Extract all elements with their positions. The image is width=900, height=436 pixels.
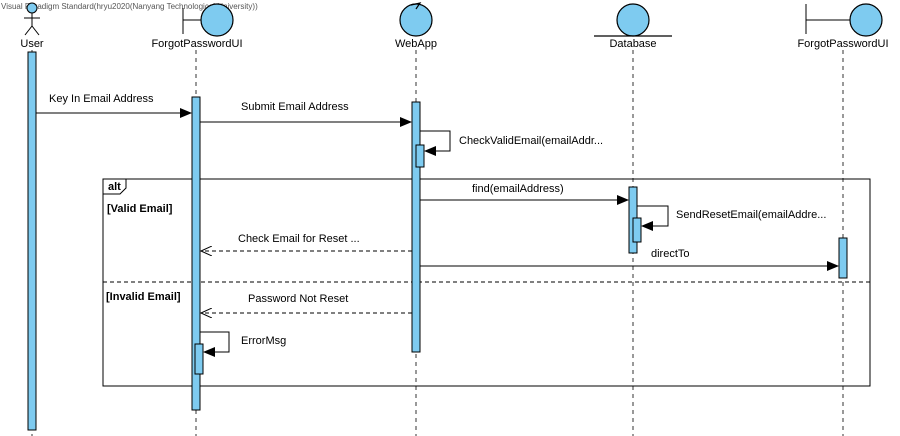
participant-label-forgot-password-ui: ForgotPasswordUI (151, 38, 242, 50)
message-arrow (200, 331, 230, 357)
participant-label-user: User (20, 38, 44, 50)
message-label: directTo (651, 248, 690, 260)
message-arrow (637, 205, 669, 231)
activation-webapp (411, 101, 421, 353)
alt-fragment (102, 178, 871, 387)
watermark-text: Visual Paradigm Standard(hryu2020(Nanyan… (1, 2, 258, 11)
message-label: CheckValidEmail(emailAddr... (459, 135, 603, 147)
activation-forgot-password-ui-nested (194, 343, 204, 375)
activation-user (27, 51, 37, 431)
fragment-guard-invalid: [Invalid Email] (106, 291, 181, 303)
participant-label-webapp: WebApp (395, 38, 437, 50)
entity-icon (594, 3, 672, 37)
participant-label-database: Database (609, 38, 656, 50)
message-label: Check Email for Reset ... (238, 233, 360, 245)
user-actor-icon (24, 2, 40, 36)
activation-forgot-password-ui-2 (838, 237, 848, 279)
message-label: Password Not Reset (248, 293, 348, 305)
control-icon (399, 2, 433, 37)
boundary-icon (805, 3, 883, 37)
message-arrow (420, 130, 451, 156)
activation-database-nested (632, 217, 642, 243)
fragment-operator: alt (108, 181, 121, 193)
message-label: Submit Email Address (241, 101, 349, 113)
message-label: SendResetEmail(emailAddre... (676, 209, 826, 221)
boundary-icon (182, 3, 234, 37)
participant-label-forgot-password-ui-2: ForgotPasswordUI (797, 38, 888, 50)
activation-webapp-nested (415, 144, 425, 168)
fragment-guard-valid: [Valid Email] (107, 203, 173, 215)
message-label: find(emailAddress) (472, 183, 564, 195)
message-label: ErrorMsg (241, 335, 286, 347)
message-label: Key In Email Address (49, 93, 154, 105)
